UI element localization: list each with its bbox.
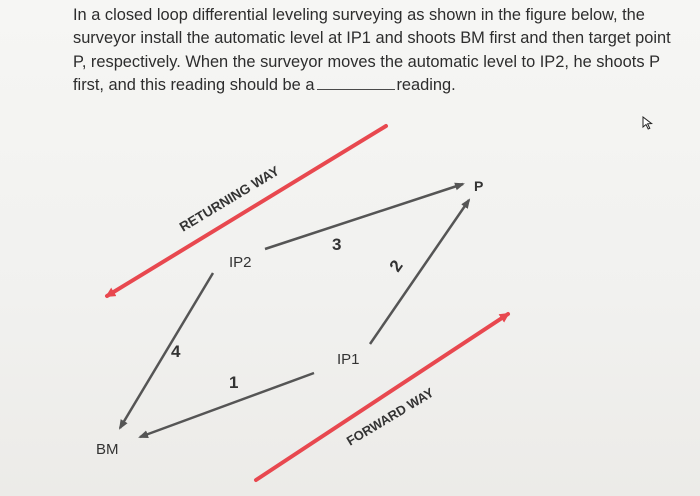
question-line-1: In a closed loop differential leveling s… <box>73 6 645 24</box>
answer-blank <box>317 75 396 91</box>
question-line-4-end: reading. <box>396 76 456 95</box>
shot-4-line <box>118 272 215 430</box>
mouse-pointer-icon <box>642 116 653 130</box>
bm-label: BM <box>96 441 119 458</box>
forward-way-label: FORWARD WAY <box>344 385 437 449</box>
question-text: In a closed loop differential leveling s… <box>73 4 685 98</box>
shot-3-label: 3 <box>332 235 341 254</box>
question-line-4-start: first, and this reading should be a <box>73 76 315 95</box>
shot-1-label: 1 <box>229 373 238 392</box>
p-label: P <box>474 178 483 194</box>
forward-way-arrow <box>254 312 510 482</box>
ip1-label: IP1 <box>337 351 360 368</box>
question-line-4: first, and this reading should be a readi… <box>73 74 685 97</box>
ip2-label: IP2 <box>229 254 252 271</box>
question-line-2: surveyor install the automatic level at … <box>73 29 671 48</box>
shot-2-line <box>368 198 471 345</box>
shot-1-line <box>138 371 315 439</box>
shot-4-label: 4 <box>171 342 181 361</box>
returning-way-arrow <box>105 124 388 298</box>
shot-3-line <box>264 182 465 251</box>
question-line-3: P, respectively. When the surveyor moves… <box>73 52 661 71</box>
shot-2-label: 2 <box>386 257 407 276</box>
